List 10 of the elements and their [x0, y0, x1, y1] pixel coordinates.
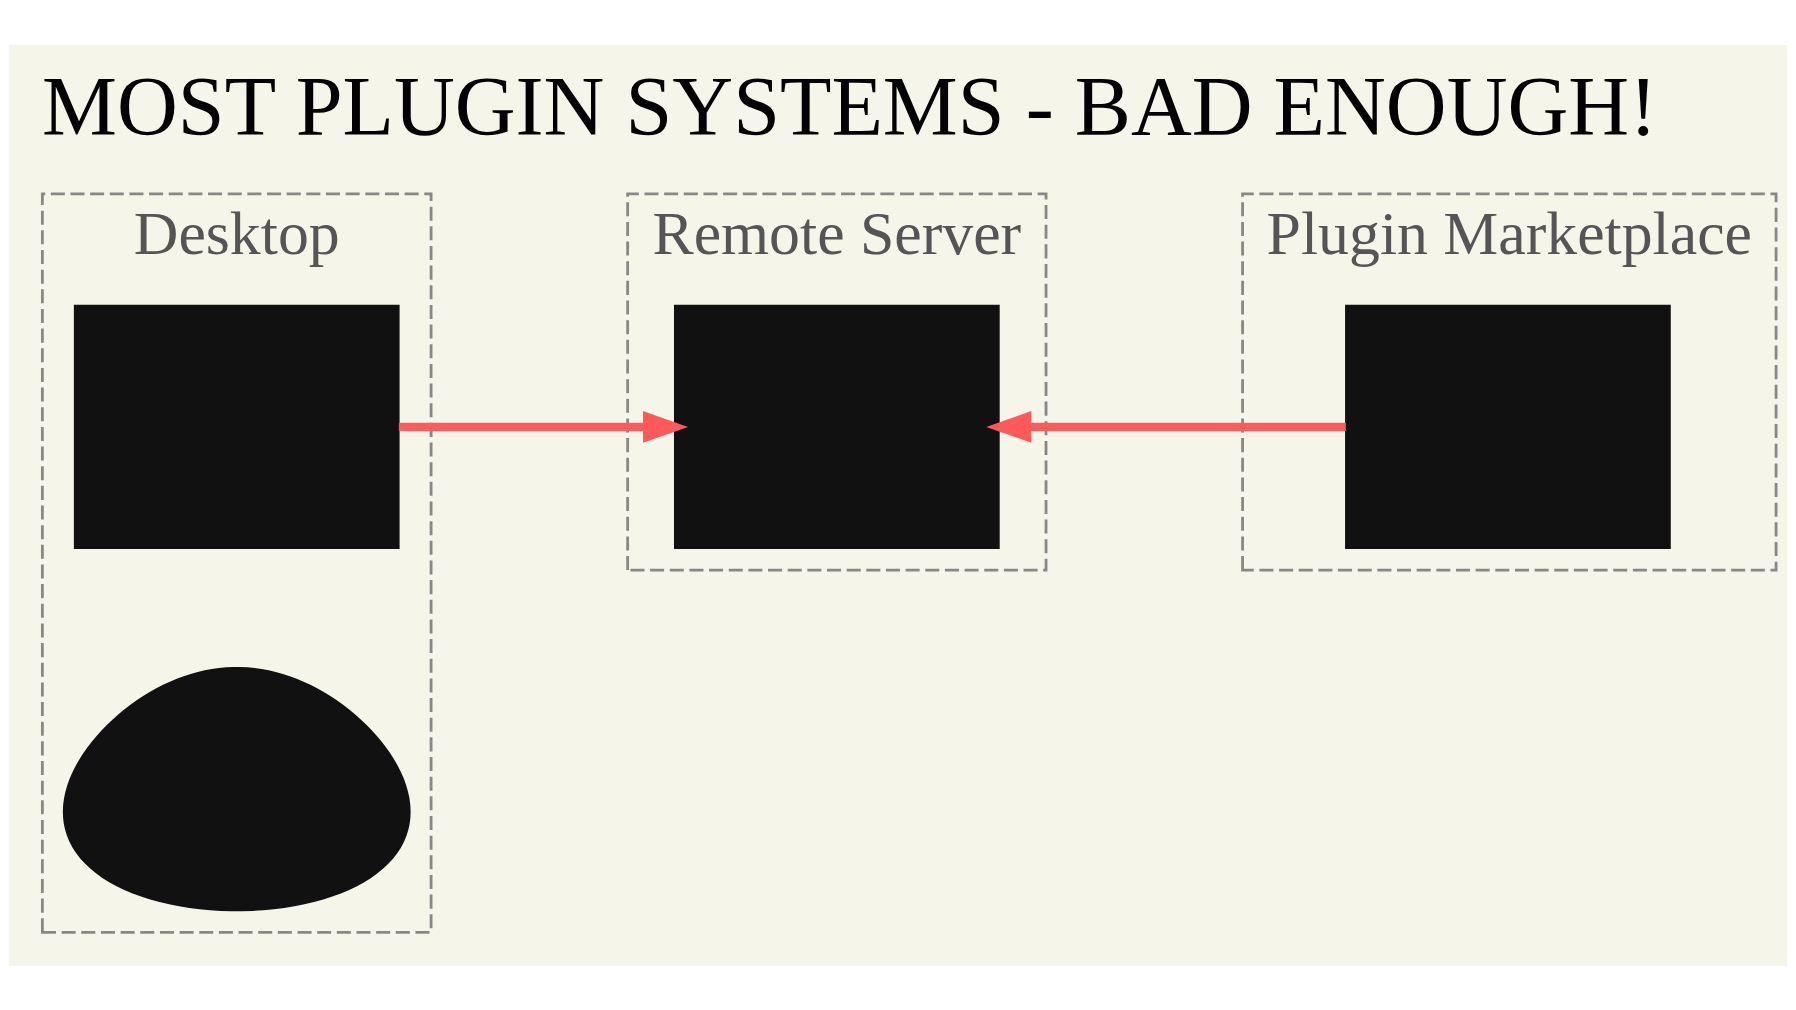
cluster: Remote Server	[626, 191, 1048, 571]
node-box	[73, 304, 400, 549]
diagram-title: MOST PLUGIN SYSTEMS - BAD ENOUGH!	[42, 59, 1658, 153]
arrow	[398, 410, 689, 443]
cluster: Plugin Marketplace	[1241, 191, 1778, 571]
cluster: Desktop	[40, 191, 433, 934]
node-box	[673, 304, 1000, 549]
arrow	[986, 410, 1346, 443]
node-box	[1345, 304, 1671, 549]
node-person	[62, 666, 411, 911]
